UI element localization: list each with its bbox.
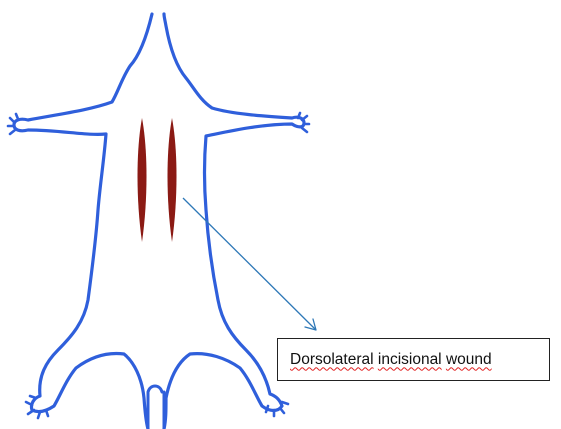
label-word-dorsolateral: Dorsolateral bbox=[290, 351, 374, 368]
label-word-wound: wound bbox=[446, 351, 492, 368]
animal-body-outline bbox=[14, 14, 304, 429]
left-incisional-wound bbox=[138, 118, 147, 242]
tail-outline bbox=[148, 386, 164, 429]
right-incisional-wound bbox=[168, 118, 177, 242]
wound-label: Dorsolateral incisional wound bbox=[290, 351, 492, 369]
leader-line bbox=[183, 198, 316, 330]
label-word-incisional: incisional bbox=[378, 351, 442, 368]
wound-label-box: Dorsolateral incisional wound bbox=[277, 338, 550, 381]
